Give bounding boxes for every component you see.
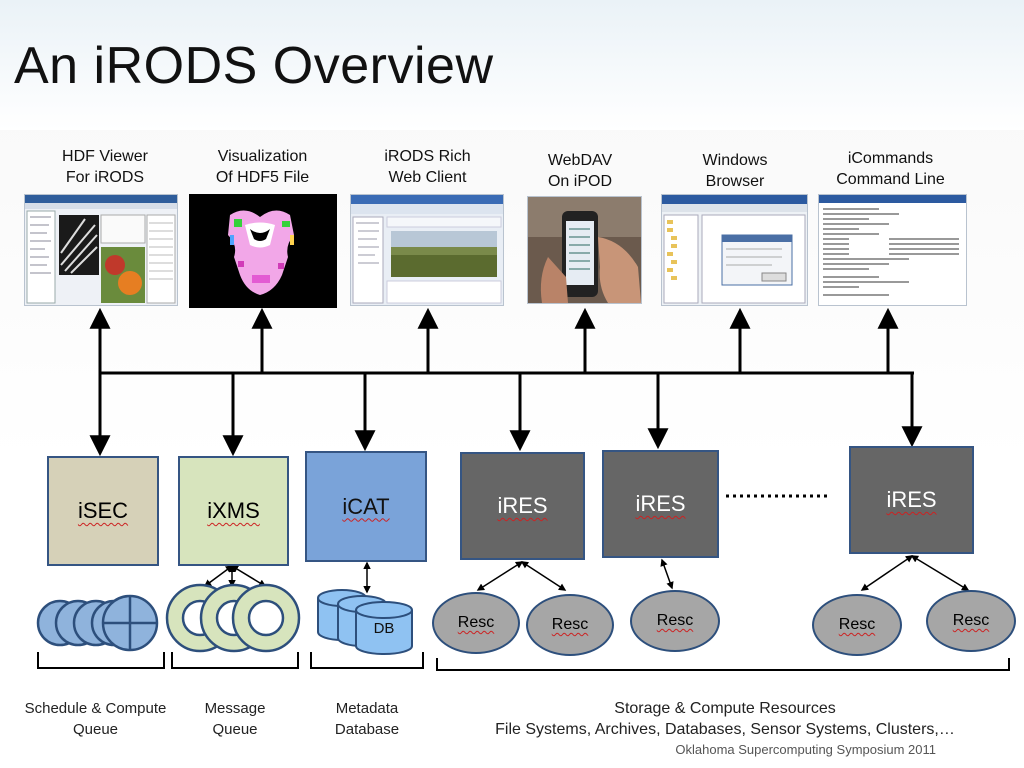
link-ires3-resc-2 <box>910 555 970 591</box>
bracket-storage <box>436 658 1010 671</box>
client-label-line: Command Line <box>836 171 945 188</box>
label-line: File Systems, Archives, Databases, Senso… <box>495 721 955 738</box>
web-client-screenshot <box>350 194 504 306</box>
command-line-screenshot <box>818 194 967 306</box>
label-line: Queue <box>212 721 258 738</box>
label-line: Metadata <box>335 700 399 717</box>
client-label-line: Of HDF5 File <box>215 169 310 186</box>
client-label-line: Browser <box>705 173 765 190</box>
label-line: Message <box>204 700 266 717</box>
link-ires2-resc <box>660 558 674 590</box>
ires-node-2: iRES <box>602 450 719 558</box>
ipod-photo <box>527 196 642 304</box>
bracket-metadata <box>310 652 424 669</box>
link-ires1-resc-2 <box>520 561 567 591</box>
resc-ellipse-1: Resc <box>432 592 520 654</box>
storage-resources-label: Storage & Compute Resources File Systems… <box>450 698 1000 740</box>
label-line: Database <box>334 721 400 738</box>
link-ires1-resc-1 <box>476 561 524 591</box>
isec-node: iSEC <box>47 456 159 566</box>
label-line: Queue <box>72 721 119 738</box>
schedule-queue-icon <box>36 594 159 652</box>
slide-title: An iRODS Overview <box>14 37 494 95</box>
link-ixms-queue-3 <box>230 565 267 587</box>
client-label-line: Visualization <box>217 148 308 165</box>
schedule-queue-label: Schedule & Compute Queue <box>8 698 183 740</box>
client-label-line: iRODS Rich <box>384 148 471 165</box>
icat-node: iCAT <box>305 451 427 562</box>
client-label-line: HDF Viewer <box>62 148 148 165</box>
icat-label: iCAT <box>342 493 390 519</box>
link-ires3-resc-1 <box>860 555 914 591</box>
client-label-hdf-viewer: HDF Viewer For iRODS <box>40 146 170 188</box>
resc-ellipse-2: Resc <box>526 594 614 656</box>
client-label-windows-browser: Windows Browser <box>670 150 800 192</box>
windows-browser-screenshot <box>661 194 808 306</box>
hdf-viewer-screenshot <box>24 194 178 306</box>
resc-label: Resc <box>952 612 990 629</box>
title-band <box>0 0 1024 130</box>
metadata-database-icon <box>317 589 413 655</box>
slide-footer: Oklahoma Supercomputing Symposium 2011 <box>675 742 936 757</box>
metadata-database-label: Metadata Database <box>312 698 422 740</box>
ixms-node: iXMS <box>178 456 289 566</box>
db-label: DB <box>373 620 395 637</box>
resc-label: Resc <box>838 616 876 633</box>
ires-label: iRES <box>497 493 548 518</box>
client-label-web-client: iRODS Rich Web Client <box>360 146 495 188</box>
bracket-schedule <box>37 652 165 669</box>
visualization-image <box>189 194 337 308</box>
client-label-line: Web Client <box>388 169 467 186</box>
client-label-line: WebDAV <box>547 152 613 169</box>
client-label-visualization: Visualization Of HDF5 File <box>195 146 330 188</box>
link-ixms-queue-1 <box>203 565 234 587</box>
message-queue-label: Message Queue <box>180 698 290 740</box>
label-line: Schedule & Compute <box>24 700 167 717</box>
ires-node-3: iRES <box>849 446 974 554</box>
resc-label: Resc <box>457 614 495 631</box>
message-queue-icon <box>165 583 301 653</box>
resc-ellipse-5: Resc <box>926 590 1016 652</box>
client-label-icommands: iCommands Command Line <box>818 148 963 190</box>
client-label-line: For iRODS <box>65 169 145 186</box>
resc-label: Resc <box>656 612 694 629</box>
bracket-message <box>171 652 299 669</box>
ires-label: iRES <box>886 487 937 512</box>
client-label-line: Windows <box>702 152 768 169</box>
resc-ellipse-3: Resc <box>630 590 720 652</box>
label-line: Storage & Compute Resources <box>614 700 836 717</box>
client-label-line: On iPOD <box>547 173 612 190</box>
isec-label: iSEC <box>77 498 129 523</box>
ires-label: iRES <box>635 491 686 516</box>
resc-label: Resc <box>551 616 589 633</box>
client-label-line: iCommands <box>847 150 934 167</box>
ires-node-1: iRES <box>460 452 585 560</box>
client-label-webdav: WebDAV On iPOD <box>520 150 640 192</box>
resc-ellipse-4: Resc <box>812 594 902 656</box>
ixms-label: iXMS <box>207 498 260 523</box>
